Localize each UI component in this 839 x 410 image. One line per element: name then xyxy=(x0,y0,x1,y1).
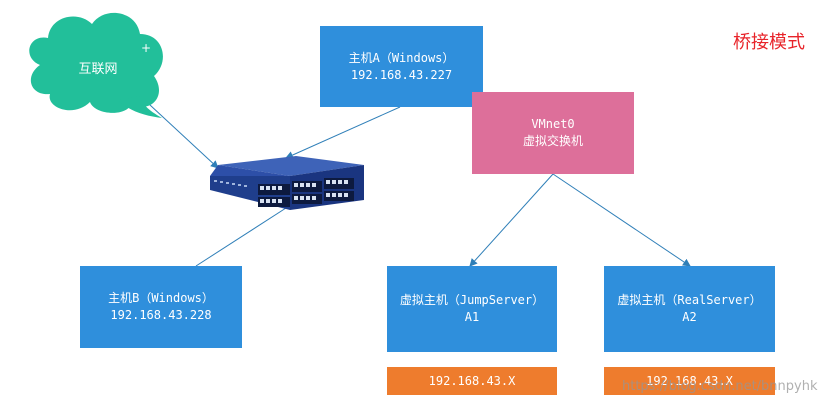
host-b-name: 主机B（Windows） xyxy=(108,291,214,305)
vm-realserver-node: 虚拟主机（RealServer） A2 xyxy=(604,266,775,352)
vmnet-name: VMnet0 xyxy=(531,117,575,131)
vm-jumpserver-ip: 192.168.43.X xyxy=(387,367,557,395)
network-switch-icon xyxy=(210,156,364,210)
connector-vmnet-real xyxy=(552,173,691,267)
vmnet-switch-node: VMnet0 虚拟交换机 xyxy=(472,92,634,174)
connector-hosta-switch xyxy=(285,106,401,159)
host-b-ip: 192.168.43.228 xyxy=(110,308,212,322)
host-a-ip: 192.168.43.227 xyxy=(350,67,453,82)
cloud-icon: + xyxy=(29,12,163,118)
host-a-node: 主机A（Windows） 192.168.43.227 xyxy=(320,26,483,107)
cloud-label: 互联网 xyxy=(78,62,118,77)
vm-jumpserver-node: 虚拟主机（JumpServer） A1 xyxy=(387,266,557,352)
connector-switch-hostb xyxy=(195,207,287,267)
host-a-name: 主机A（Windows） xyxy=(348,50,455,65)
vm-jumpserver-id: A1 xyxy=(464,310,480,324)
watermark: https://blog.csdn.net/bnnpyhk xyxy=(622,379,818,394)
vmnet-desc: 虚拟交换机 xyxy=(522,134,583,148)
connector-cloud-switch xyxy=(149,104,219,169)
svg-text:+: + xyxy=(141,41,151,55)
vm-realserver-id: A2 xyxy=(682,310,697,324)
vm-jumpserver-name: 虚拟主机（JumpServer） xyxy=(399,293,545,307)
diagram-title: 桥接模式 xyxy=(733,32,805,53)
vm-realserver-name: 虚拟主机（RealServer） xyxy=(617,293,762,307)
vm-realserver-ip: 192.168.43.X xyxy=(604,367,775,395)
host-b-node: 主机B（Windows） 192.168.43.228 xyxy=(80,266,242,348)
connector-vmnet-jump xyxy=(469,173,554,267)
